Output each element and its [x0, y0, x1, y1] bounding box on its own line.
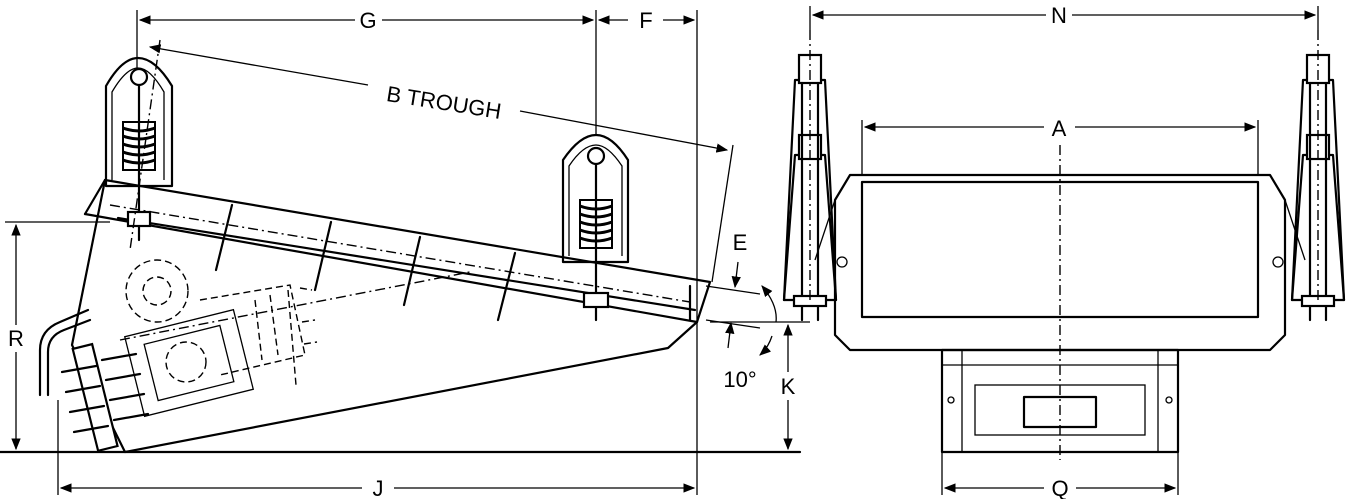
dim-label-Q: Q	[1051, 476, 1068, 499]
dimension-G: G	[136, 8, 597, 135]
dimension-E: E	[705, 230, 761, 349]
dim-label-A: A	[1052, 116, 1067, 141]
dimension-K: K	[781, 323, 796, 451]
rear-spring-hanger	[104, 39, 174, 251]
dimension-Q: Q	[941, 452, 1179, 499]
dimension-A: A	[861, 116, 1259, 175]
dim-label-G: G	[359, 8, 376, 33]
drive-assembly	[119, 259, 471, 418]
dimension-F: F	[597, 8, 698, 452]
dim-label-N: N	[1051, 3, 1067, 28]
side-view: G F B TROUGH R J	[0, 8, 810, 499]
dim-label-F: F	[639, 8, 652, 33]
dim-label-E: E	[733, 230, 748, 255]
dimension-R: R	[5, 221, 110, 451]
dimension-B: B TROUGH	[148, 44, 734, 283]
front-spring-hanger	[561, 133, 630, 322]
dimension-J: J	[57, 400, 698, 499]
dim-label-R: R	[8, 326, 24, 351]
front-view: N A Q	[782, 3, 1346, 499]
dim-label-B: B TROUGH	[385, 81, 503, 124]
dim-label-K: K	[781, 374, 796, 399]
dim-label-angle: 10°	[723, 367, 756, 392]
hanger-left	[782, 53, 838, 322]
trough-front	[814, 173, 1306, 352]
rear-terminal	[38, 308, 150, 453]
dim-label-J: J	[373, 476, 384, 499]
dimension-N: N	[809, 3, 1319, 30]
dimension-angle: 10°	[710, 285, 810, 392]
